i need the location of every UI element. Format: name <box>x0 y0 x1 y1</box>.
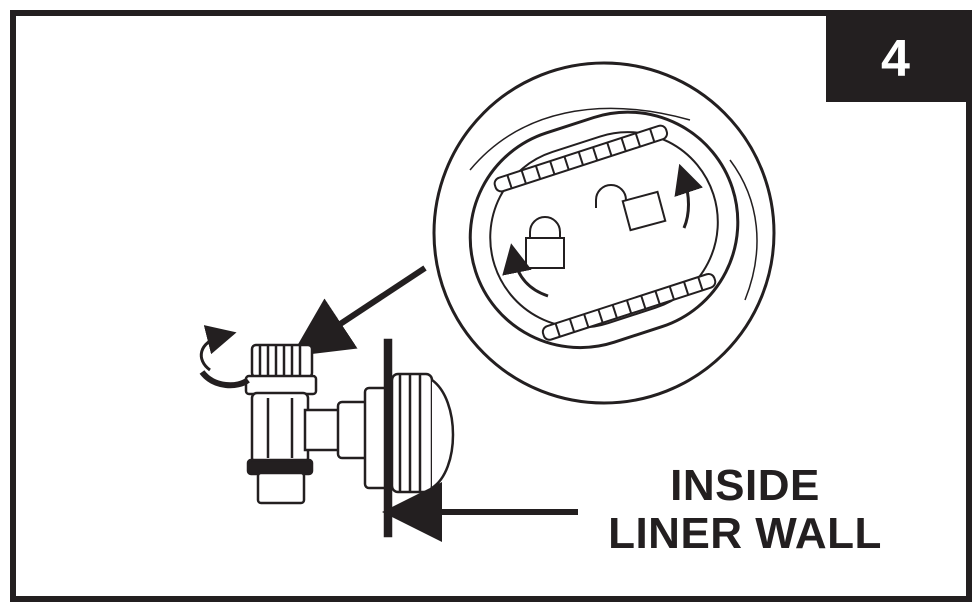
step-number-badge: 4 <box>826 16 966 102</box>
padlock-unlocked-icon <box>595 184 667 232</box>
callout-line-1: INSIDE <box>670 461 820 510</box>
callout-line-2: LINER WALL <box>608 509 882 558</box>
padlock-locked-icon <box>525 216 565 269</box>
rotate-arrow-icon <box>674 163 703 229</box>
valve-fitting <box>244 338 455 538</box>
detail-magnifier <box>432 61 776 405</box>
rotate-arrow-icon <box>502 243 549 298</box>
rotate-arrow-icon <box>199 325 250 389</box>
inside-liner-wall-label: INSIDE LINER WALL <box>585 462 905 558</box>
pointer-arrow <box>290 265 427 357</box>
